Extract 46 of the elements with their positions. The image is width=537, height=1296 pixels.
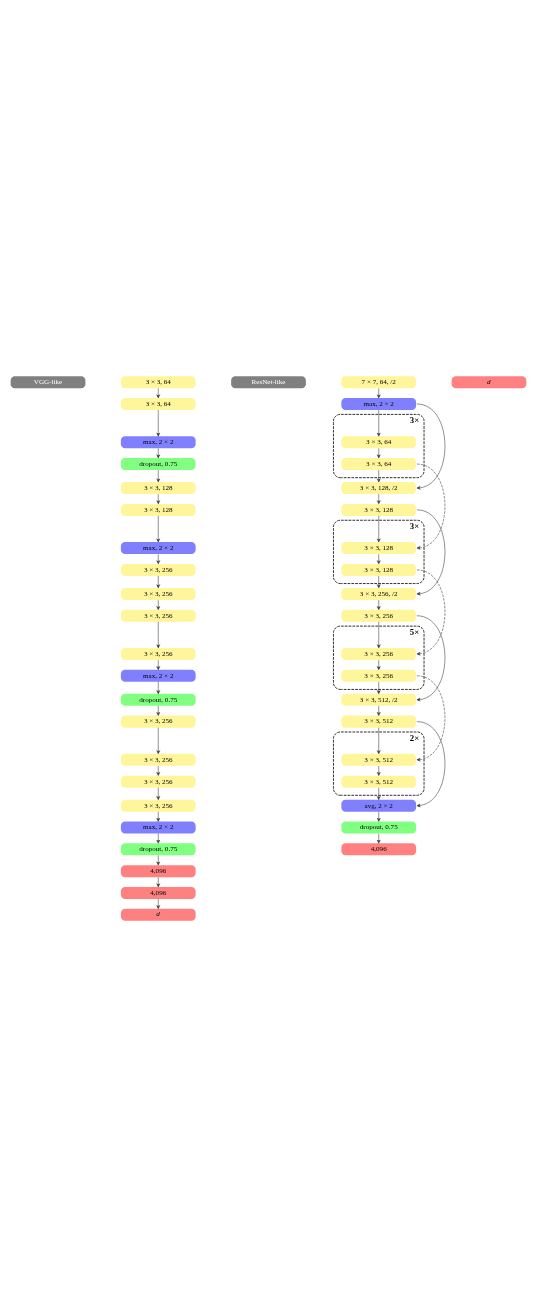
- arrow: [156, 832, 160, 844]
- arrow: [156, 409, 160, 436]
- arrow: [377, 765, 381, 776]
- arrow: [156, 387, 160, 398]
- arrow: [156, 447, 160, 458]
- arrow: [156, 765, 160, 776]
- arrow: [156, 705, 160, 716]
- arrow: [156, 876, 160, 887]
- arrow: [156, 854, 160, 865]
- arrow: [156, 786, 160, 800]
- arrow: [156, 681, 160, 694]
- arrow: [416, 509, 446, 595]
- arrow: [377, 493, 381, 504]
- arrow: [156, 659, 160, 670]
- arrow: [156, 621, 160, 648]
- arrow: [416, 463, 446, 550]
- arrow: [377, 811, 381, 822]
- arrow: [156, 898, 160, 909]
- arrow: [377, 621, 381, 648]
- arrow: [377, 409, 381, 436]
- arrow: [156, 575, 160, 588]
- arrow: [416, 615, 446, 701]
- arrow: [416, 403, 446, 490]
- arrow: [377, 599, 381, 610]
- arrow: [377, 447, 381, 458]
- arrow: [377, 575, 381, 588]
- arrow: [377, 786, 381, 800]
- arrow: [377, 515, 381, 542]
- arrow: [377, 469, 381, 482]
- arrow: [377, 832, 381, 844]
- arrow: [156, 811, 160, 822]
- arrow: [416, 569, 446, 655]
- arrow: [156, 515, 160, 542]
- arrow: [377, 387, 381, 398]
- arrow: [156, 599, 160, 610]
- arrow: [377, 659, 381, 670]
- arrow: [156, 469, 160, 482]
- arrow: [156, 726, 160, 754]
- arrow: [156, 553, 160, 564]
- arrow: [377, 705, 381, 716]
- arrow: [416, 720, 446, 807]
- arrow: [416, 675, 446, 761]
- arrow: [377, 553, 381, 564]
- arrow: [377, 681, 381, 694]
- arrow: [156, 493, 160, 504]
- arrow: [377, 726, 381, 754]
